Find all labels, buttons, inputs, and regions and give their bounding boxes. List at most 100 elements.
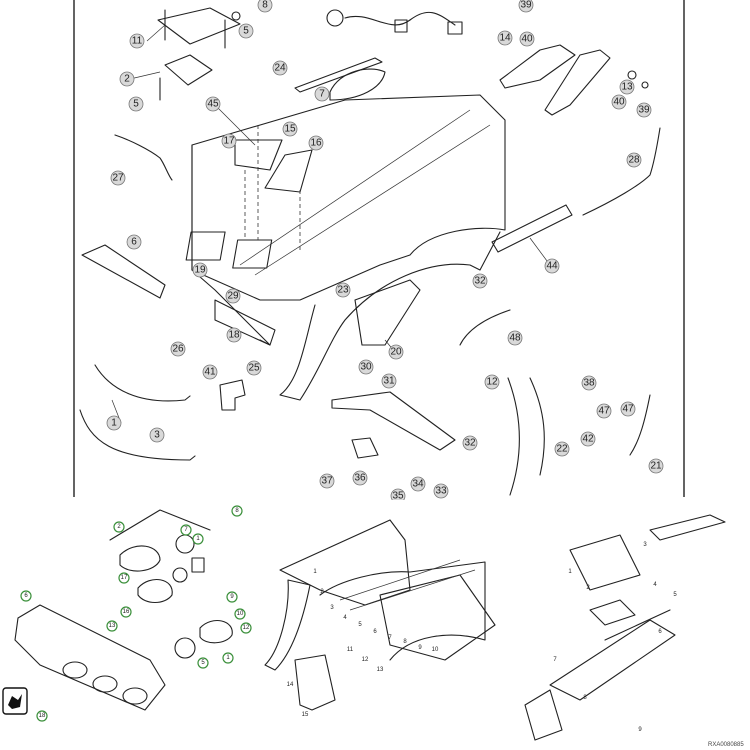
callout-label-1: 1 (313, 569, 317, 575)
callout-circle-20 (388, 344, 404, 360)
callout-label-1: 1 (226, 655, 230, 661)
main-callouts: 1235567811121314151617181920212223242526… (106, 0, 664, 501)
lower-support (524, 689, 563, 741)
callout-circle-17 (221, 133, 237, 149)
callout-label-12: 12 (486, 377, 498, 388)
light-lens-cap (329, 68, 386, 101)
callout-circle-5 (197, 657, 209, 669)
callout-label-39: 39 (520, 0, 532, 11)
callout-circle-47 (620, 401, 636, 417)
hood-body (185, 94, 506, 346)
hood-cable (582, 127, 661, 216)
callout-circle-12 (484, 374, 500, 390)
callout-circle-18 (226, 327, 242, 343)
callout-label-41: 41 (204, 367, 216, 378)
swing-arm (589, 599, 636, 626)
callout-label-5: 5 (358, 622, 362, 628)
callout-circle-19 (192, 262, 208, 278)
callout-label-19: 19 (194, 265, 206, 276)
callout-label-20: 20 (390, 347, 402, 358)
fender-trim-strip (459, 309, 511, 346)
callout-circle-32 (472, 273, 488, 289)
work-light (351, 437, 379, 459)
callout-label-7: 7 (319, 89, 325, 100)
callout-label-13: 13 (377, 667, 384, 673)
callout-label-33: 33 (435, 486, 447, 497)
side-fender-shell (319, 561, 486, 661)
callout-circle-41 (202, 364, 218, 380)
callout-label-22: 22 (556, 444, 568, 455)
callout-circle-5 (238, 23, 254, 39)
front-fender-left (264, 579, 311, 671)
callout-circle-40 (611, 94, 627, 110)
callout-circle-8 (231, 505, 243, 517)
grille-plate (81, 244, 166, 299)
callout-label-7: 7 (553, 657, 557, 663)
callout-circle-2 (113, 521, 125, 533)
callout-label-15: 15 (302, 712, 309, 718)
callout-label-27: 27 (112, 173, 124, 184)
callout-label-3: 3 (330, 605, 334, 611)
callout-circle-16 (120, 606, 132, 618)
hood-support-arm (499, 44, 576, 89)
hood-support-bracket (569, 534, 641, 591)
vent-grille (294, 654, 336, 711)
callout-circle-2 (119, 71, 135, 87)
callout-label-4: 4 (653, 582, 657, 588)
callout-circle-16 (308, 135, 324, 151)
headlight-upper (119, 545, 161, 572)
callout-label-7: 7 (184, 527, 188, 533)
bumper-strip (94, 364, 191, 402)
callout-label-34: 34 (412, 479, 424, 490)
callout-label-10: 10 (432, 647, 439, 653)
callout-label-35: 35 (392, 491, 404, 501)
callout-circle-9 (226, 591, 238, 603)
callout-label-14: 14 (499, 33, 511, 44)
wiring-harness (326, 9, 463, 35)
callout-label-47: 47 (598, 406, 610, 417)
callout-circle-45 (205, 96, 221, 112)
main-exploded-diagram: 1235567811121314151617181920212223242526… (73, 0, 685, 501)
mount-bracket (219, 379, 246, 411)
callout-label-36: 36 (354, 473, 366, 484)
callout-circle-8 (257, 0, 273, 13)
callout-circle-40 (519, 31, 535, 47)
callout-circle-39 (636, 102, 652, 118)
seal-strip (294, 57, 383, 93)
callout-label-5: 5 (243, 26, 249, 37)
callout-label-18: 18 (39, 713, 46, 719)
callout-label-6: 6 (24, 593, 28, 599)
callout-label-5: 5 (673, 592, 677, 598)
callout-label-17: 17 (223, 136, 235, 147)
callout-label-39: 39 (638, 105, 650, 116)
callout-label-23: 23 (337, 285, 349, 296)
callout-label-32: 32 (464, 438, 476, 449)
callout-label-38: 38 (583, 378, 595, 389)
callout-label-18: 18 (228, 330, 240, 341)
callout-label-30: 30 (360, 362, 372, 373)
callout-circle-31 (381, 373, 397, 389)
fender (279, 231, 501, 401)
trim-bar (491, 204, 573, 253)
callout-label-9: 9 (638, 727, 642, 733)
callout-circle-12 (240, 622, 252, 634)
upper-hood-shell (279, 519, 411, 606)
callout-circle-15 (282, 121, 298, 137)
callout-circle-32 (462, 435, 478, 451)
callout-circle-13 (106, 620, 118, 632)
callout-label-16: 16 (310, 138, 322, 149)
callout-label-9: 9 (418, 645, 422, 651)
callout-circle-44 (544, 258, 560, 274)
callout-label-21: 21 (650, 461, 662, 472)
callout-circle-37 (319, 473, 335, 489)
side-trim-22 (529, 377, 545, 476)
callout-label-11: 11 (132, 36, 143, 47)
callout-label-37: 37 (321, 476, 333, 487)
callout-label-15: 15 (284, 124, 296, 135)
callout-label-1: 1 (111, 418, 117, 429)
callout-circle-22 (554, 441, 570, 457)
callout-label-25: 25 (248, 363, 260, 374)
callout-circle-1 (192, 533, 204, 545)
callout-circle-23 (335, 282, 351, 298)
